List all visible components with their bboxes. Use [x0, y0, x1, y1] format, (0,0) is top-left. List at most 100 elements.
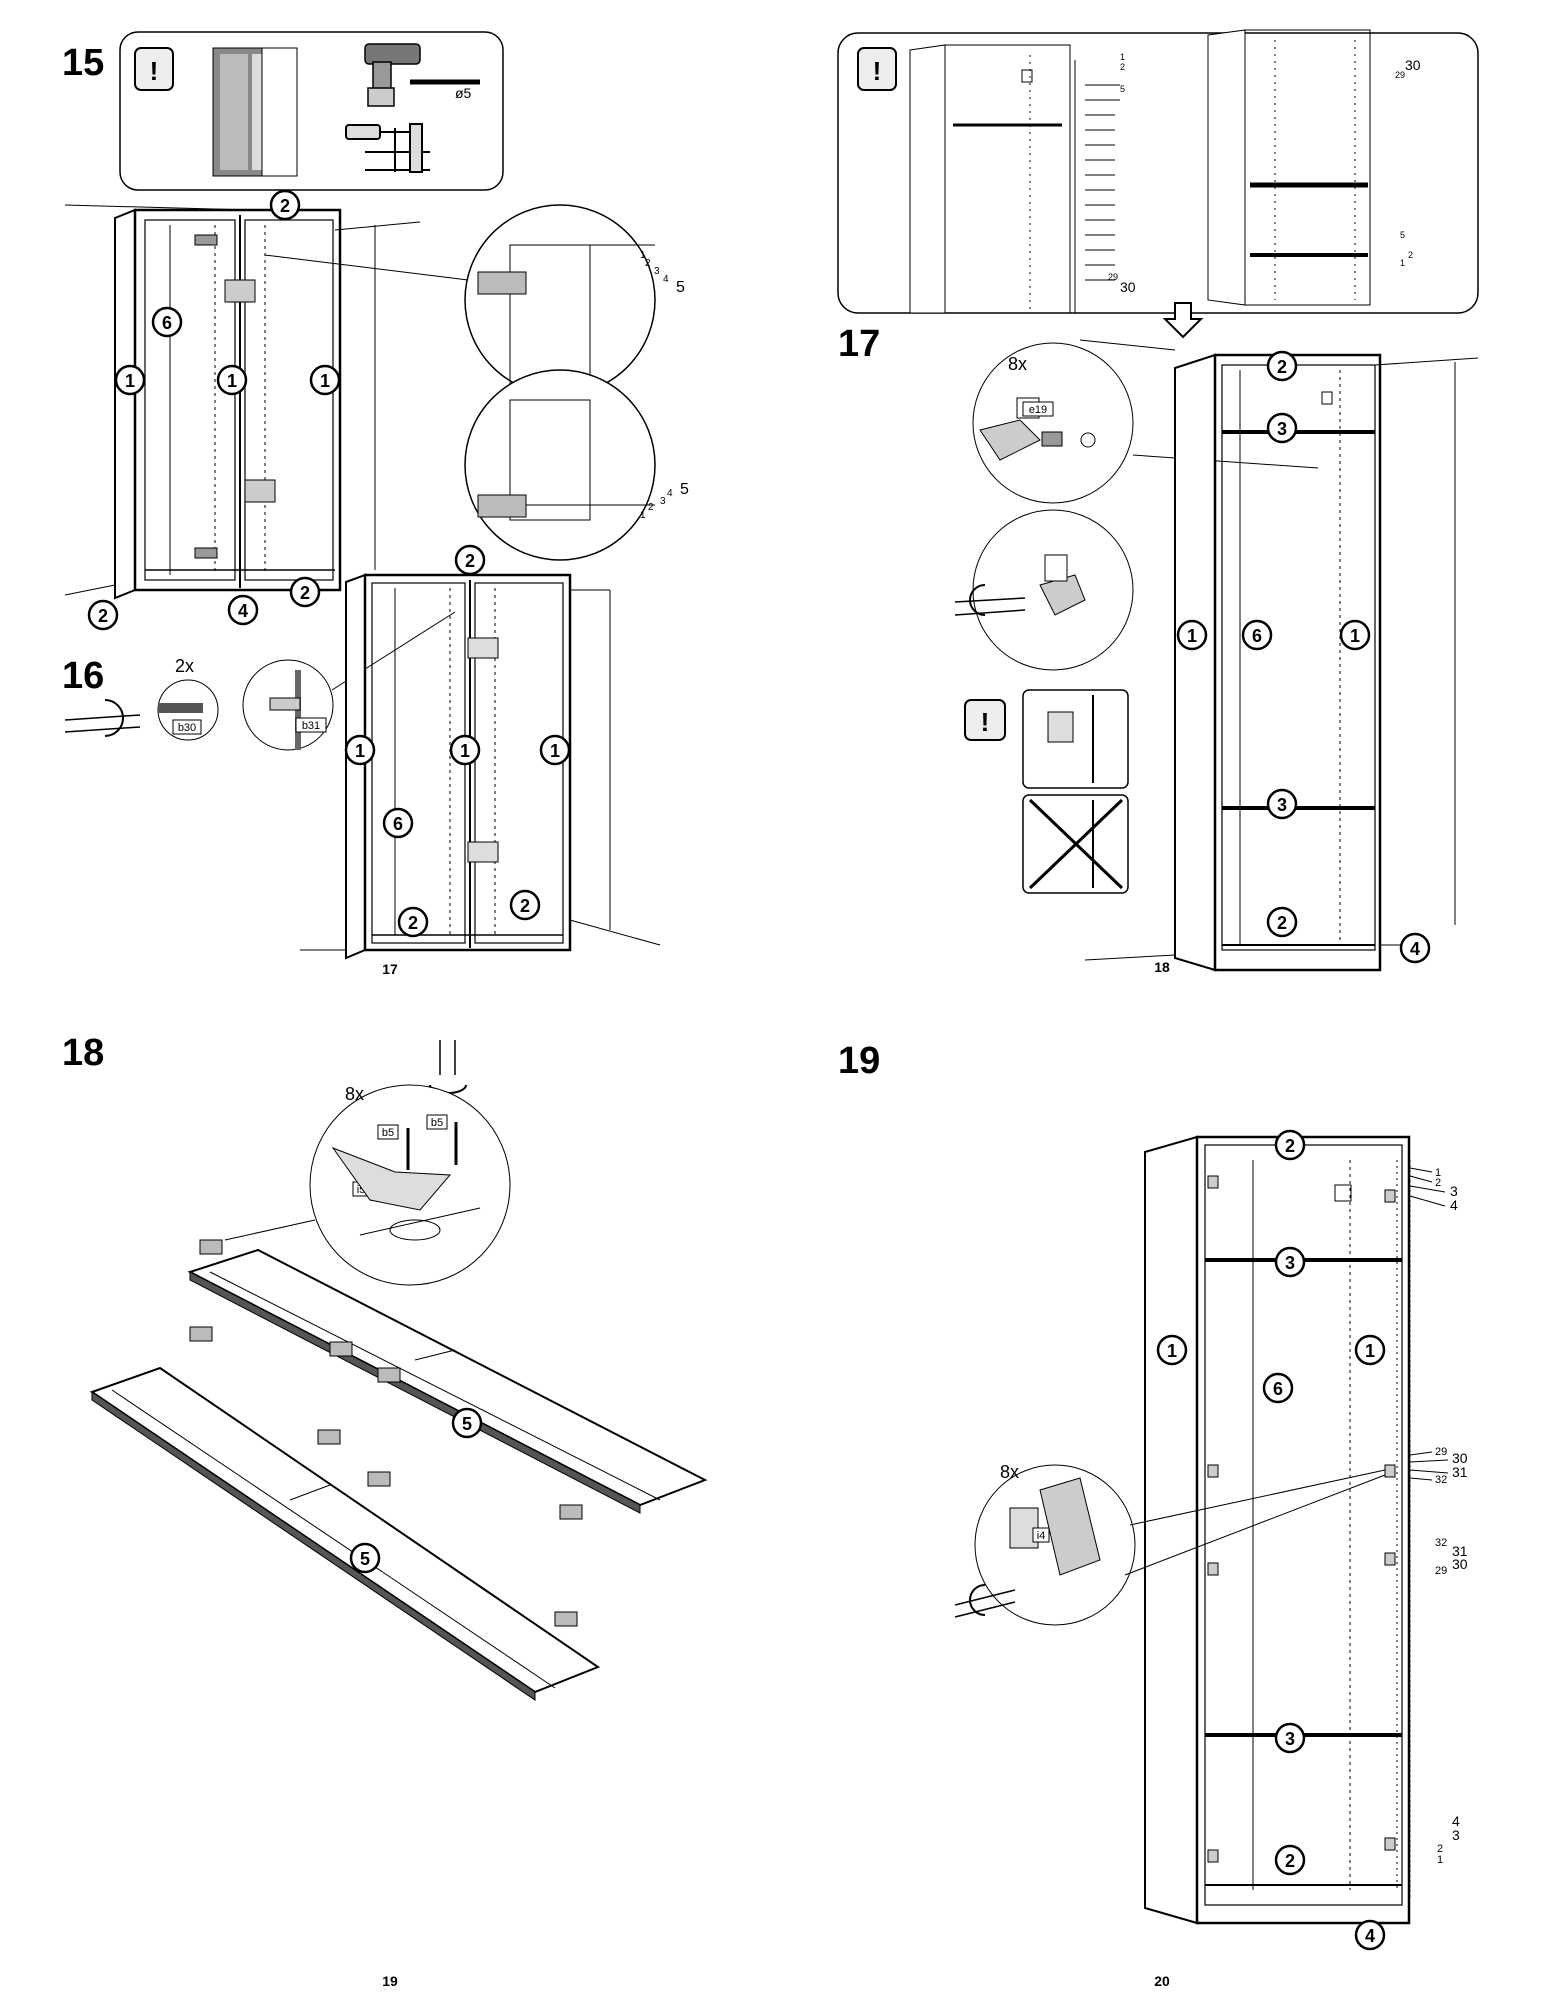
part-label-2: 2: [1266, 350, 1298, 382]
part-label-1: 1: [1339, 619, 1371, 651]
svg-text:1: 1: [1350, 626, 1360, 646]
svg-text:2: 2: [1285, 1851, 1295, 1871]
hinge-plate-callout: 8x i4: [954, 1462, 1386, 1626]
part-label-5: 5: [349, 1542, 381, 1574]
mark-5: 5: [1120, 84, 1125, 94]
correct-mounting-box: [1022, 689, 1129, 789]
svg-text:2: 2: [1285, 1136, 1295, 1156]
double-cabinet: [114, 208, 342, 600]
svg-text:b30: b30: [178, 722, 196, 734]
svg-text:2: 2: [280, 196, 290, 216]
part-label-1: 1: [1156, 1334, 1188, 1366]
svg-text:3: 3: [1285, 1253, 1295, 1273]
part-label-4: 4: [1399, 932, 1431, 964]
mark-5: 5: [1400, 230, 1405, 240]
part-label-2: 2: [454, 544, 486, 576]
quantity-8x: 8x: [1008, 354, 1027, 374]
tools-panel: [119, 31, 504, 191]
svg-text:b5: b5: [382, 1127, 394, 1139]
svg-text:i4: i4: [1037, 1530, 1046, 1542]
part-label-2: 2: [1274, 1844, 1306, 1876]
svg-text:1: 1: [227, 371, 237, 391]
step-number-15: 15: [62, 42, 104, 84]
mark-4: 4: [667, 488, 673, 499]
svg-text:2: 2: [520, 896, 530, 916]
double-cabinet-assembled: [345, 573, 572, 960]
step-number-19: 19: [838, 1040, 880, 1082]
svg-text:1: 1: [460, 741, 470, 761]
step-number-16: 16: [62, 655, 104, 697]
mark-2: 2: [1435, 1177, 1441, 1189]
clamp-icon: [365, 123, 430, 173]
shelf-pin-callout: 8x e19: [972, 342, 1319, 504]
step-17: ! 1 2 5 29 30 29: [837, 29, 1479, 975]
mark-30: 30: [1452, 1450, 1468, 1466]
arrow-down-icon: [1162, 302, 1204, 339]
svg-text:5: 5: [360, 1549, 370, 1569]
hinge-callout: 8x b5 b5 i5: [224, 1084, 511, 1286]
part-label-6: 6: [151, 306, 183, 338]
svg-text:!: !: [150, 56, 159, 86]
svg-text:!: !: [873, 56, 882, 86]
mark-31: 31: [1452, 1464, 1468, 1480]
door-panel-upper: [187, 1248, 708, 1514]
part-label-5: 5: [451, 1407, 483, 1439]
mark-3: 3: [1450, 1183, 1458, 1199]
mark-30: 30: [1405, 57, 1421, 73]
attention-icon: !: [964, 699, 1006, 741]
mark-29: 29: [1435, 1565, 1447, 1577]
quantity-8x: 8x: [1000, 1462, 1019, 1482]
part-label-3: 3: [1266, 412, 1298, 444]
svg-text:2: 2: [1277, 357, 1287, 377]
mark-29: 29: [1395, 70, 1405, 80]
svg-text:4: 4: [1410, 939, 1420, 959]
svg-text:6: 6: [162, 313, 172, 333]
screwing-callout: [954, 509, 1134, 671]
wrong-mounting-box: [1022, 794, 1129, 894]
drill-bit-size: ø5: [455, 85, 472, 101]
hinge-plates: [1207, 1175, 1396, 1863]
page-number-left: 19: [382, 1973, 398, 1989]
mark-31: 31: [1452, 1543, 1468, 1559]
part-label-6: 6: [382, 807, 414, 839]
part-label-1: 1: [1354, 1334, 1386, 1366]
screw-b30: b30: [157, 679, 219, 741]
svg-text:4: 4: [1365, 1926, 1375, 1946]
part-label-1: 1: [114, 364, 146, 396]
attention-icon: !: [134, 47, 174, 91]
screwdriver-icon: [345, 124, 410, 140]
clamp-icon: [224, 279, 276, 503]
svg-text:i5: i5: [357, 1184, 366, 1196]
hole-scale-left: [1085, 84, 1120, 281]
part-label-2: 2: [397, 906, 429, 938]
mark-5: 5: [680, 481, 689, 498]
svg-text:1: 1: [355, 741, 365, 761]
svg-text:2: 2: [300, 583, 310, 603]
step-18: 18 8x b5 b5 i5: [62, 1032, 708, 1989]
mark-5: 5: [676, 279, 685, 296]
mark-30: 30: [1120, 279, 1136, 295]
mark-1: 1: [1435, 1167, 1441, 1179]
mark-30: 30: [1452, 1556, 1468, 1572]
mark-3: 3: [660, 496, 666, 507]
svg-text:!: !: [981, 707, 990, 737]
mark-2: 2: [1437, 1843, 1443, 1855]
page-number-right: 20: [1154, 1973, 1170, 1989]
svg-text:5: 5: [462, 1414, 472, 1434]
quantity-8x: 8x: [345, 1084, 364, 1104]
svg-text:1: 1: [550, 741, 560, 761]
svg-text:2: 2: [1277, 913, 1287, 933]
svg-text:1: 1: [125, 371, 135, 391]
part-label-4: 4: [227, 594, 259, 626]
fitting-b31-callout: b31: [242, 611, 456, 751]
mark-2: 2: [1408, 250, 1413, 260]
hinges: [189, 1239, 583, 1627]
mark-2: 2: [648, 502, 654, 513]
mark-3: 3: [1452, 1827, 1460, 1843]
svg-text:6: 6: [1252, 626, 1262, 646]
part-label-4: 4: [1354, 1919, 1386, 1951]
part-label-3: 3: [1274, 1246, 1306, 1278]
mark-2: 2: [645, 258, 651, 269]
single-cabinet-shelves: [1174, 353, 1382, 972]
